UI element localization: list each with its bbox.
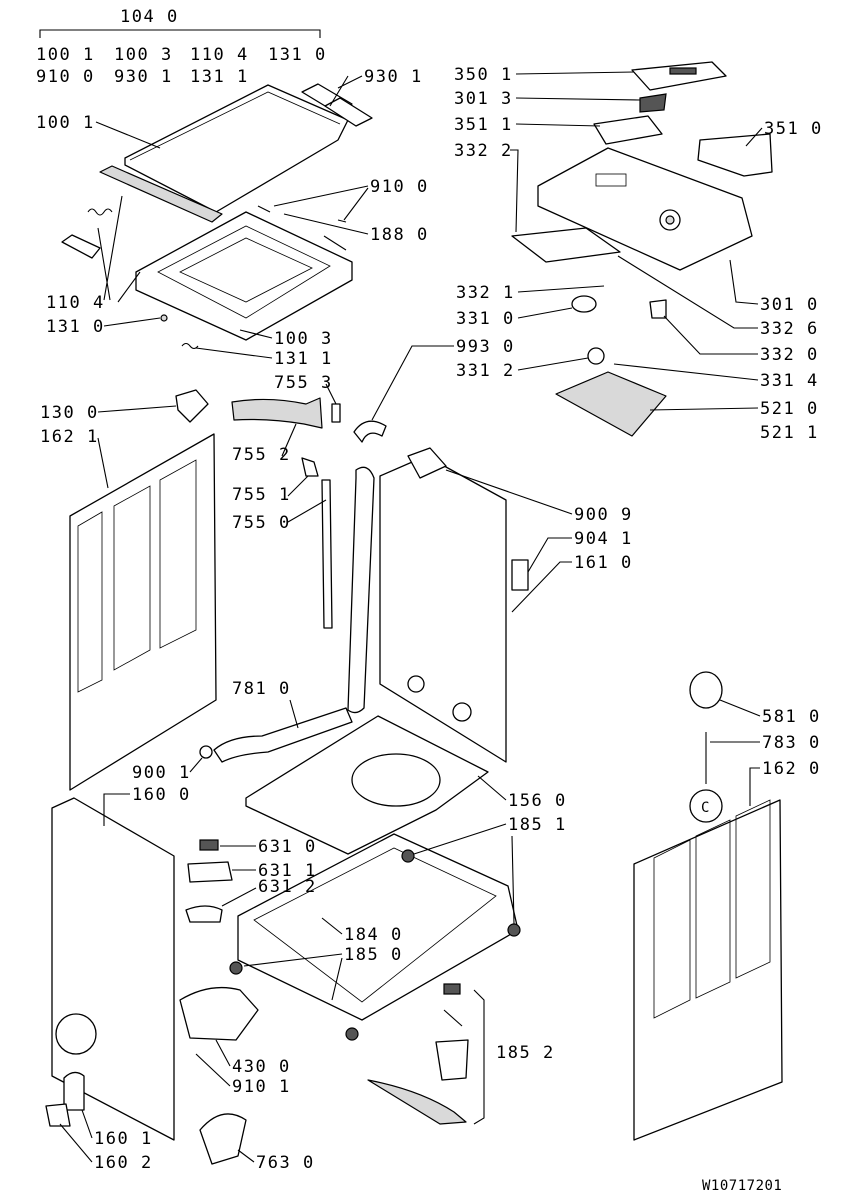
rear-panel [379, 447, 529, 763]
base-frame [245, 715, 489, 855]
button-carrier [593, 115, 663, 145]
label-185-0: 185 0 [344, 945, 403, 965]
fill-hose [321, 479, 333, 629]
label-331-2: 331 2 [456, 361, 515, 381]
label-351-1: 351 1 [454, 115, 513, 135]
label-130-0: 130 0 [40, 403, 99, 423]
front-panel [45, 797, 175, 1141]
top-frame [135, 211, 353, 341]
label-910-1: 910 1 [232, 1077, 291, 1097]
suspension-parts [367, 983, 469, 1125]
label-104-0: 104 0 [120, 7, 179, 27]
label-131-1-top: 131 1 [190, 67, 249, 87]
label-755-1: 755 1 [232, 485, 291, 505]
label-910-0-top: 910 0 [36, 67, 95, 87]
label-993-0: 993 0 [456, 337, 515, 357]
label-162-0: 162 0 [762, 759, 821, 779]
label-162-1: 162 1 [40, 427, 99, 447]
drain-pump-parts [179, 839, 259, 1165]
label-160-2: 160 2 [94, 1153, 153, 1173]
keyboard-module [511, 227, 621, 263]
label-350-1: 350 1 [454, 65, 513, 85]
lid-handle [61, 234, 101, 259]
label-185-1: 185 1 [508, 815, 567, 835]
label-900-9: 900 9 [574, 505, 633, 525]
display-lens [639, 93, 667, 113]
display-board [631, 61, 727, 91]
label-100-1-top: 100 1 [36, 45, 95, 65]
label-100-1: 100 1 [36, 113, 95, 133]
label-755-2: 755 2 [232, 445, 291, 465]
label-631-2: 631 2 [258, 877, 317, 897]
selector-knob [571, 295, 597, 313]
main-board [555, 371, 667, 437]
document-reference: W10717201 [702, 1178, 782, 1194]
label-332-2: 332 2 [454, 141, 513, 161]
label-631-1: 631 1 [258, 861, 317, 881]
door-lock [175, 389, 209, 423]
label-331-0: 331 0 [456, 309, 515, 329]
label-131-0: 131 0 [46, 317, 105, 337]
label-783-0: 783 0 [762, 733, 821, 753]
label-110-4-top: 110 4 [190, 45, 249, 65]
lid-panel [124, 84, 349, 213]
label-185-2: 185 2 [496, 1043, 555, 1063]
label-184-0: 184 0 [344, 925, 403, 945]
chassis [229, 833, 521, 1041]
label-781-0: 781 0 [232, 679, 291, 699]
hoses [175, 389, 387, 763]
label-131-0-top: 131 0 [268, 45, 327, 65]
label-930-1: 930 1 [364, 67, 423, 87]
control-panel-assembly [511, 61, 773, 437]
label-763-0: 763 0 [256, 1153, 315, 1173]
panel-bracket [697, 133, 773, 177]
label-904-1: 904 1 [574, 529, 633, 549]
fill-hose-bellows [231, 397, 323, 429]
label-156-0: 156 0 [508, 791, 567, 811]
label-161-0: 161 0 [574, 553, 633, 573]
label-100-3: 100 3 [274, 329, 333, 349]
part-labels: 104 0 100 1 100 3 110 4 131 0 910 0 930 … [36, 7, 823, 1194]
label-430-0: 430 0 [232, 1057, 291, 1077]
label-160-0: 160 0 [132, 785, 191, 805]
drain-hose [347, 466, 375, 714]
label-301-0: 301 0 [760, 295, 819, 315]
label-332-6: 332 6 [760, 319, 819, 339]
label-110-4: 110 4 [46, 293, 105, 313]
label-755-3: 755 3 [274, 373, 333, 393]
sticker-letter: C [701, 800, 710, 816]
label-188-0: 188 0 [370, 225, 429, 245]
label-755-0: 755 0 [232, 513, 291, 533]
label-351-0: 351 0 [764, 119, 823, 139]
label-131-1: 131 1 [274, 349, 333, 369]
label-930-1-top: 930 1 [114, 67, 173, 87]
side-panel-right: C [633, 671, 783, 1141]
label-581-0: 581 0 [762, 707, 821, 727]
label-900-1: 900 1 [132, 763, 191, 783]
label-331-4: 331 4 [760, 371, 819, 391]
label-332-0: 332 0 [760, 345, 819, 365]
label-160-1: 160 1 [94, 1129, 153, 1149]
label-631-0: 631 0 [258, 837, 317, 857]
lid-handle-trim [99, 165, 223, 223]
label-521-0: 521 0 [760, 399, 819, 419]
side-panel-left [69, 433, 217, 791]
label-332-1: 332 1 [456, 283, 515, 303]
lid-assembly [39, 29, 373, 350]
console [537, 147, 753, 271]
label-100-3-top: 100 3 [114, 45, 173, 65]
label-301-3: 301 3 [454, 89, 513, 109]
label-910-0: 910 0 [370, 177, 429, 197]
label-521-1: 521 1 [760, 423, 819, 443]
